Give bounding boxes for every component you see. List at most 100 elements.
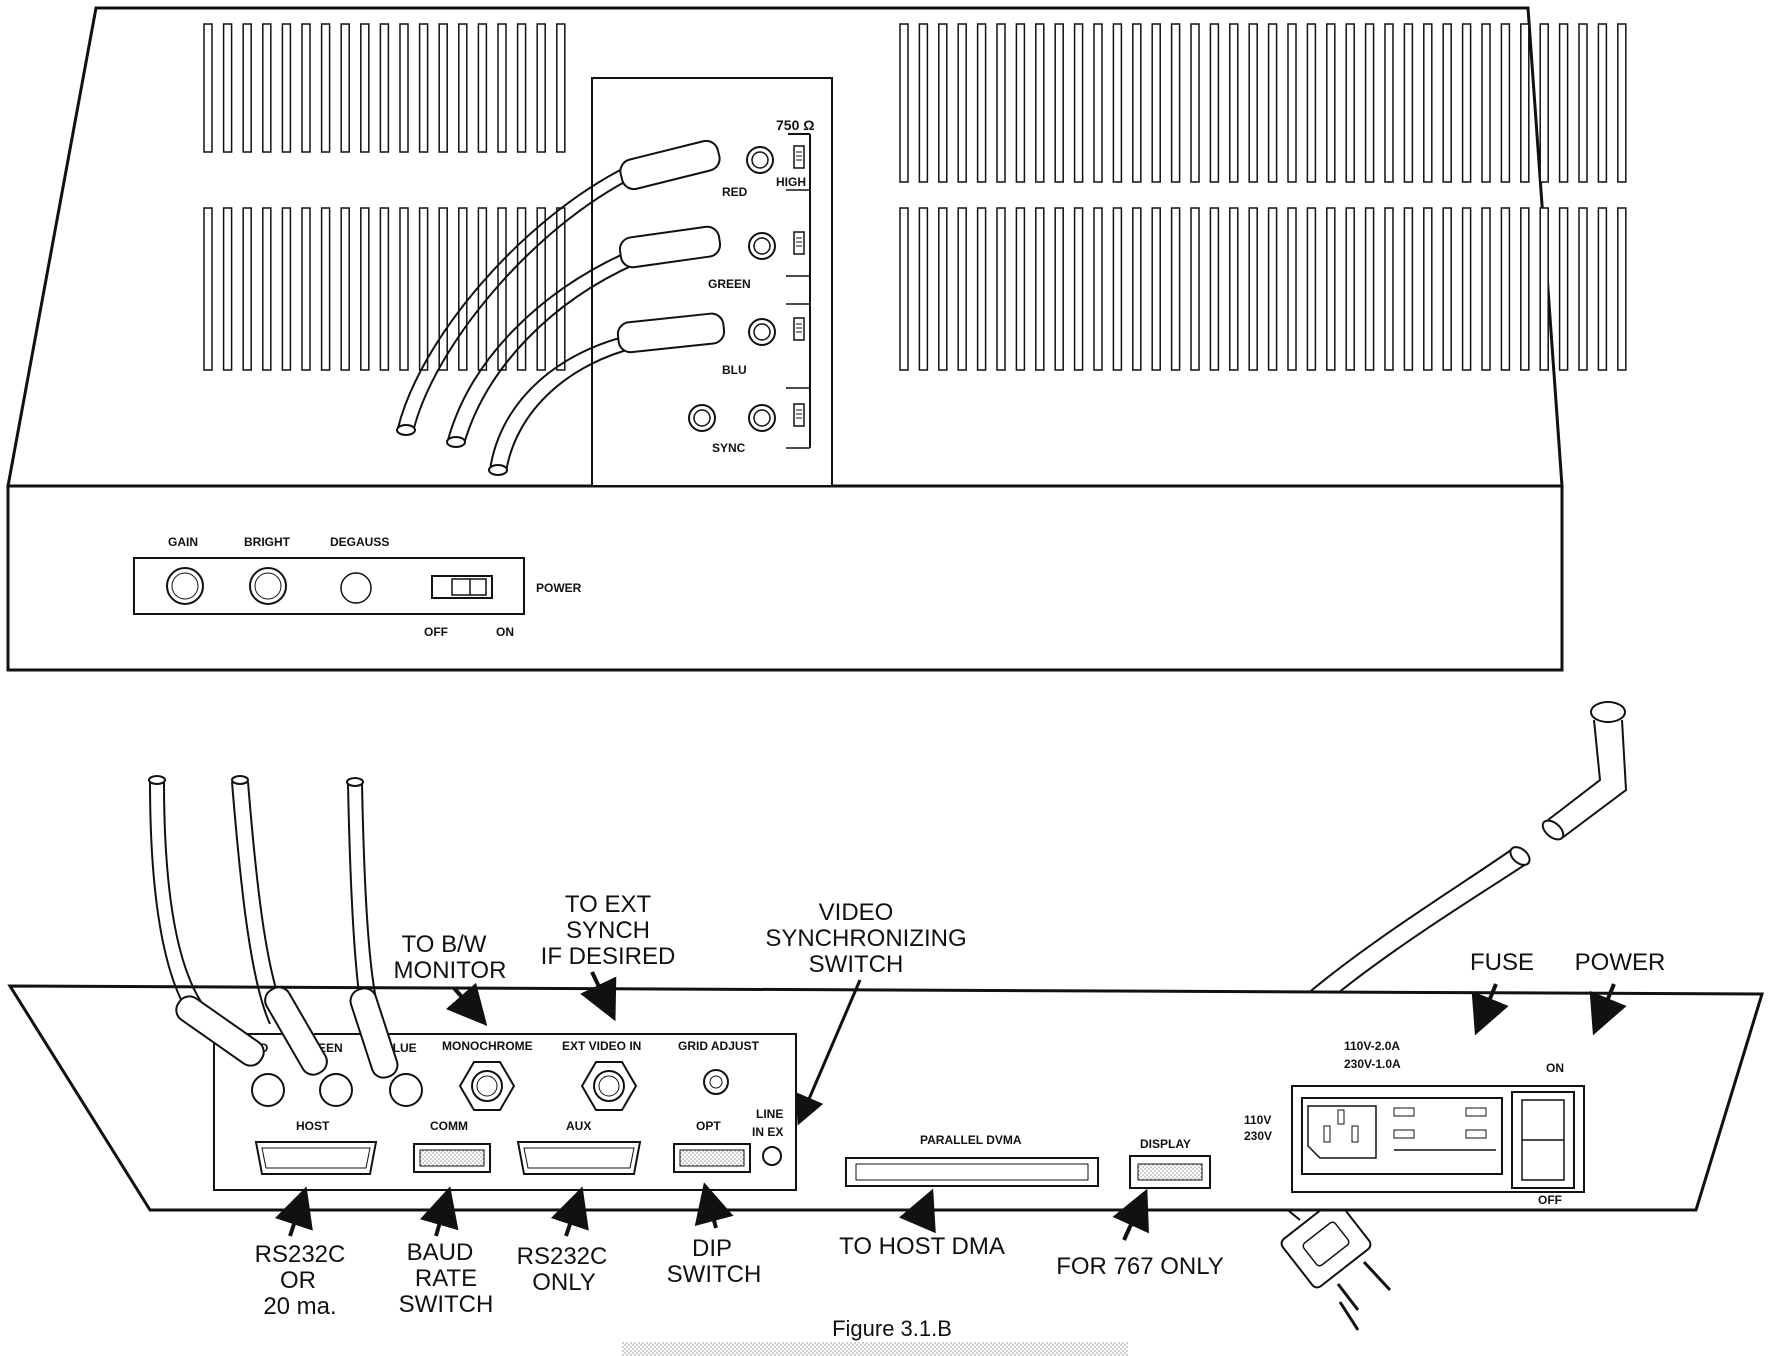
parallel-dvma-connector[interactable]: [845, 1157, 1099, 1187]
power-plug: [1280, 1199, 1392, 1331]
opt-label: OPT: [696, 1119, 721, 1133]
fuse-rating-230: 230V-1.0A: [1344, 1057, 1401, 1071]
vent-slat: [320, 23, 331, 153]
vent-slat: [399, 207, 409, 371]
vent-slat: [1364, 23, 1375, 183]
in-ex-label: IN EX: [752, 1125, 783, 1139]
vent-grille-right-bottom: [899, 207, 1627, 371]
degauss-button[interactable]: [340, 572, 372, 604]
vent-slat: [301, 207, 311, 371]
rs232c-or-line3: 20 ma.: [263, 1293, 336, 1320]
host-db25-connector[interactable]: [254, 1141, 378, 1175]
vent-slat: [360, 207, 370, 371]
termination-switch-sync[interactable]: [793, 403, 805, 427]
comm-label: COMM: [430, 1119, 468, 1133]
vent-slat: [1423, 23, 1433, 183]
green-jack[interactable]: [748, 232, 776, 260]
red-jack-label: RED: [722, 185, 748, 199]
voltage-110-label: 110V: [1244, 1113, 1271, 1127]
vent-slat: [1093, 23, 1103, 183]
baud-rate-line2: RATE: [415, 1265, 477, 1292]
callouts: TO B/W MONITOR TO EXT SYNCH IF DESIRED V…: [255, 891, 1666, 1320]
vent-slat: [1403, 207, 1414, 371]
vent-slat: [242, 207, 252, 371]
to-bw-monitor-line2: MONITOR: [394, 957, 507, 984]
vent-slat: [1500, 207, 1511, 371]
voltage-230-label: 230V: [1244, 1129, 1272, 1143]
vent-slat: [301, 23, 311, 153]
vent-slat: [1035, 207, 1045, 371]
vent-slat: [1229, 207, 1239, 371]
monochrome-connector[interactable]: [458, 1061, 516, 1111]
video-sync-switch[interactable]: [762, 1146, 782, 1166]
vent-slat: [1558, 23, 1569, 183]
vent-slat: [1015, 23, 1026, 183]
power-switch-on-label: ON: [1546, 1061, 1564, 1075]
comm-dip-switch[interactable]: [413, 1143, 491, 1173]
vent-slat: [320, 207, 331, 371]
vent-grille-right-top: [899, 23, 1627, 183]
vent-slat: [379, 23, 390, 153]
vent-slat: [1578, 23, 1588, 183]
vent-slat: [899, 23, 909, 183]
video-sync-switch-line1: VIDEO: [819, 899, 894, 926]
vent-slat: [262, 207, 272, 371]
degauss-label: DEGAUSS: [330, 535, 389, 549]
vent-slat: [1345, 207, 1355, 371]
vent-slat: [360, 23, 370, 153]
rs232c-or-line2: OR: [280, 1267, 316, 1294]
termination-switch-blue[interactable]: [793, 317, 805, 341]
power-switch-off-label: OFF: [1538, 1193, 1562, 1207]
vent-slat: [418, 207, 429, 371]
high-label: HIGH: [776, 175, 806, 189]
vent-slat: [1520, 23, 1530, 183]
vent-slat: [1442, 207, 1452, 371]
fuse-holder[interactable]: [1393, 1107, 1496, 1151]
opt-dip-switch[interactable]: [673, 1143, 751, 1173]
red-jack[interactable]: [746, 146, 774, 174]
vent-slat: [1287, 207, 1297, 371]
vent-slat: [957, 207, 967, 371]
green-jack-label: GREEN: [708, 277, 751, 291]
green-bnc-connector[interactable]: [319, 1073, 353, 1107]
vent-slat: [340, 23, 350, 153]
vent-slat: [497, 23, 507, 153]
display-dip-switch[interactable]: [1129, 1155, 1211, 1189]
vent-slat: [1170, 207, 1181, 371]
sync-in-jack[interactable]: [688, 404, 716, 432]
gain-label: GAIN: [168, 535, 198, 549]
vent-slat: [1326, 207, 1336, 371]
grid-adjust-label: GRID ADJUST: [678, 1039, 760, 1053]
grid-adjust-pot[interactable]: [703, 1069, 729, 1095]
vent-slat: [1035, 23, 1045, 183]
ext-video-in-connector[interactable]: [580, 1061, 638, 1111]
blue-bnc-connector[interactable]: [389, 1073, 423, 1107]
monitor-controls: GAIN BRIGHT DEGAUSS POWER OFF ON: [133, 535, 582, 639]
vent-slat: [1345, 23, 1355, 183]
vent-slat: [996, 23, 1006, 183]
blue-jack[interactable]: [748, 318, 776, 346]
to-ext-synch-line1: TO EXT: [565, 891, 652, 918]
aux-db25-connector[interactable]: [516, 1141, 642, 1175]
vent-slat: [938, 23, 948, 183]
vent-slat: [918, 207, 929, 371]
bright-label: BRIGHT: [244, 535, 291, 549]
power-label: POWER: [536, 581, 582, 595]
monitor-power-switch[interactable]: [431, 575, 493, 599]
termination-switch-green[interactable]: [793, 231, 805, 255]
termination-switch-red[interactable]: [793, 145, 805, 169]
sync-out-jack[interactable]: [748, 404, 776, 432]
vent-slat: [458, 207, 468, 371]
vent-slat: [438, 23, 448, 153]
vent-slat: [1093, 207, 1103, 371]
vent-slat: [1073, 207, 1084, 371]
vent-slat: [957, 23, 967, 183]
vent-slat: [1287, 23, 1297, 183]
parallel-dvma-area: PARALLEL DVMA DISPLAY: [845, 1133, 1211, 1189]
vent-slat: [281, 207, 292, 371]
vent-slat: [1112, 23, 1123, 183]
red-bnc-connector[interactable]: [251, 1073, 285, 1107]
vent-slat: [918, 23, 929, 183]
unit-power-switch[interactable]: [1511, 1091, 1575, 1189]
